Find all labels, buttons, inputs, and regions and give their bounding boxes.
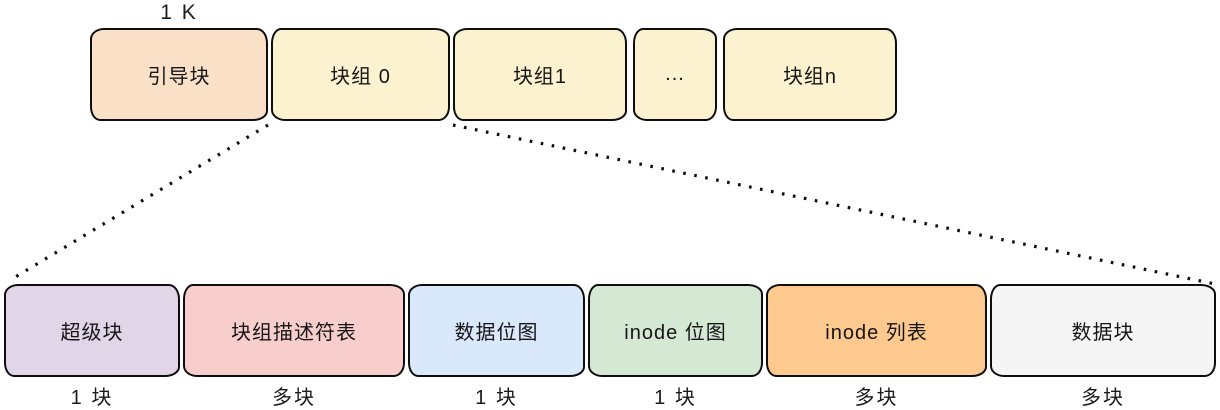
- block-size-annotation: 1 K: [160, 1, 198, 24]
- inode-bitmap-size-label: 1 块: [654, 386, 697, 409]
- inode-list-label: inode 列表: [825, 322, 928, 344]
- block-group-ellipsis-box: ...: [633, 28, 717, 121]
- expansion-dotted-line-left: [11, 123, 269, 281]
- boot-block-box: 引导块: [90, 28, 268, 121]
- superblock-box: 超级块: [4, 284, 180, 377]
- inode-list-size-label: 多块: [854, 386, 899, 409]
- data-bitmap-label: 数据位图: [454, 322, 539, 344]
- block-group-0-label: 块组 0: [330, 66, 391, 88]
- inode-bitmap-box: inode 位图: [588, 284, 763, 377]
- inode-bitmap-label: inode 位图: [624, 322, 727, 344]
- data-blocks-box: 数据块: [990, 284, 1216, 377]
- boot-block-label: 引导块: [147, 66, 211, 88]
- block-group-ellipsis-label: ...: [665, 63, 685, 85]
- superblock-label: 超级块: [60, 322, 124, 344]
- block-group-n-label: 块组n: [782, 66, 838, 88]
- data-blocks-label: 数据块: [1071, 322, 1135, 344]
- data-blocks-size-label: 多块: [1081, 386, 1125, 409]
- superblock-size-label: 1 块: [70, 386, 114, 409]
- expansion-dotted-line-right: [452, 123, 1216, 286]
- block-group-1-box: 块组1: [453, 28, 627, 121]
- group-descriptor-table-box: 块组描述符表: [183, 284, 405, 377]
- group-descriptor-table-label: 块组描述符表: [231, 322, 357, 344]
- block-group-1-label: 块组1: [512, 66, 568, 88]
- block-group-0-box: 块组 0: [271, 28, 450, 121]
- block-group-n-box: 块组n: [723, 28, 897, 121]
- group-descriptor-table-size-label: 多块: [272, 386, 316, 409]
- data-bitmap-box: 数据位图: [408, 284, 585, 377]
- data-bitmap-size-label: 1 块: [475, 386, 518, 409]
- inode-list-box: inode 列表: [766, 284, 987, 377]
